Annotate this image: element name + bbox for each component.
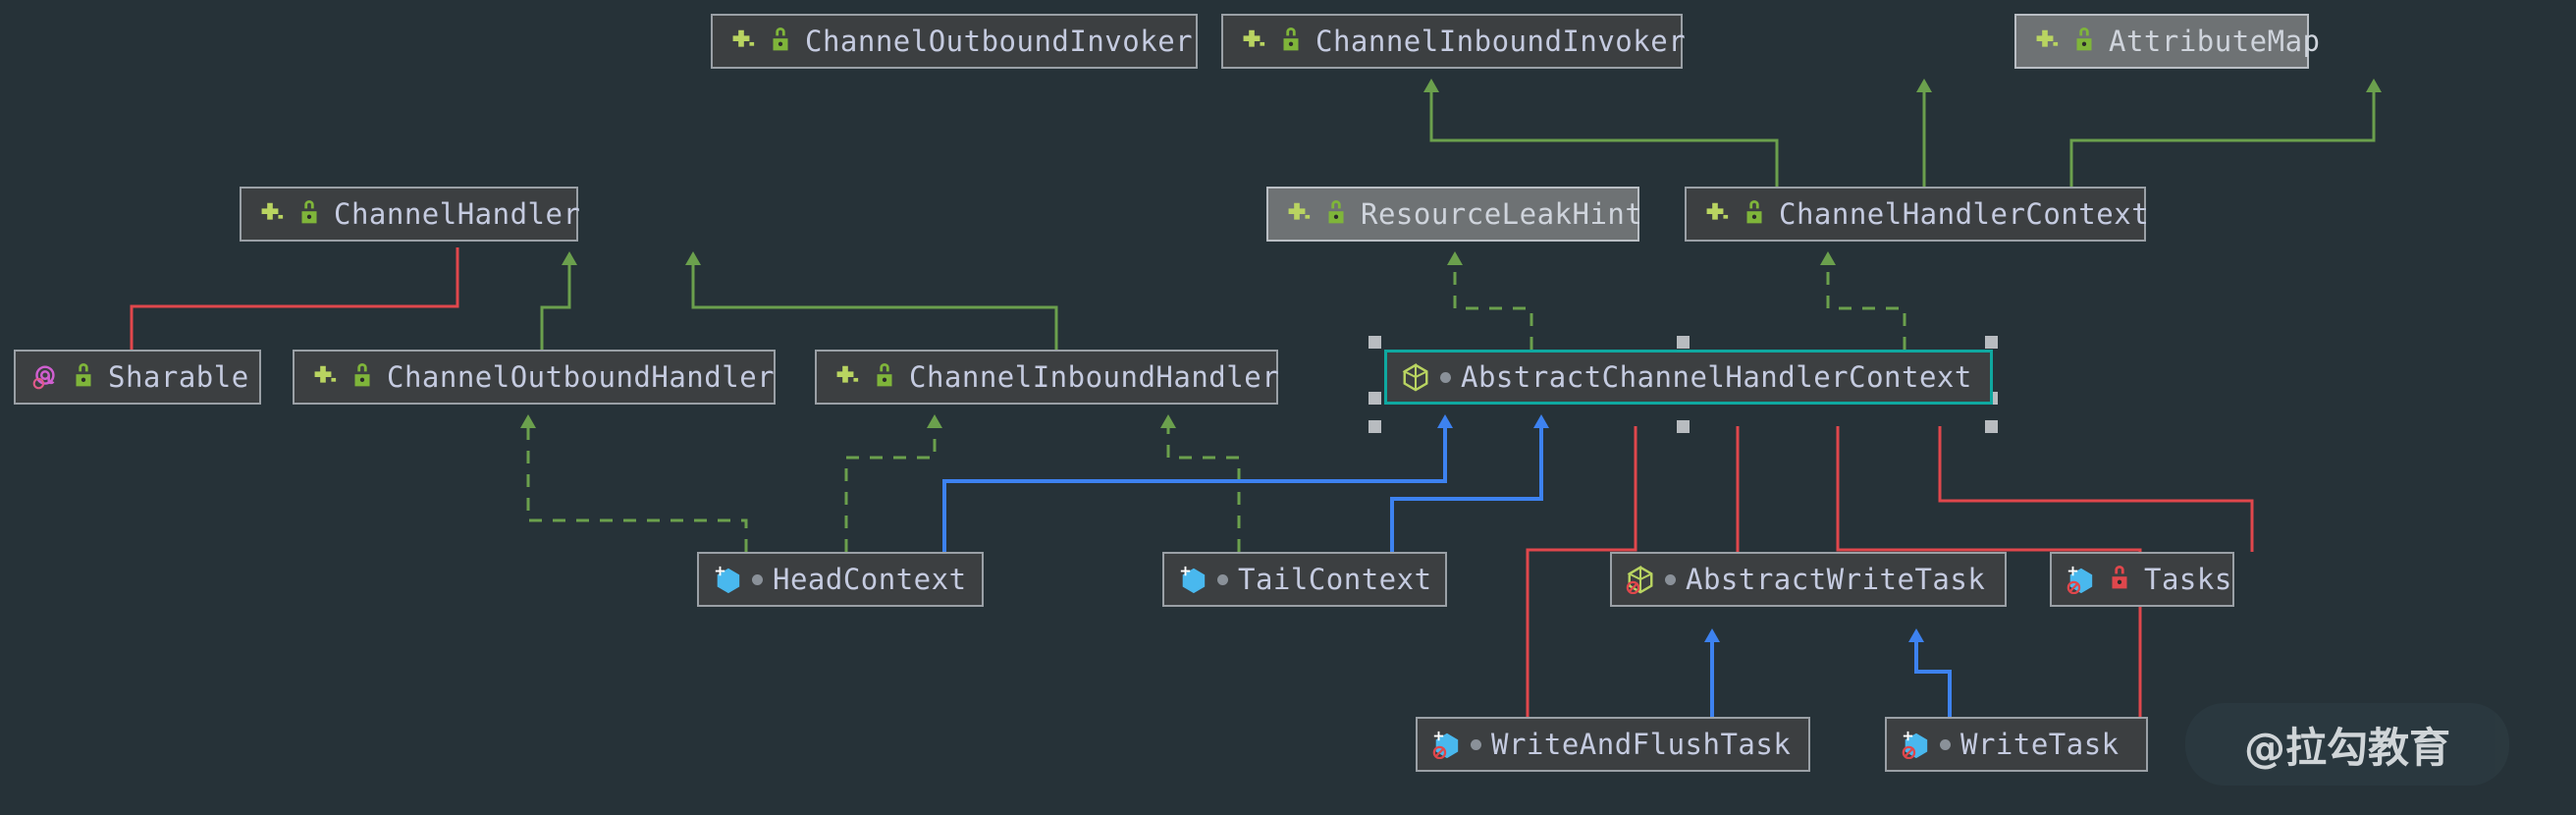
class-node-Tasks[interactable]: Tasks	[2050, 552, 2234, 607]
lock-green-icon	[773, 27, 788, 51]
class-node-ChannelInboundInvoker[interactable]: ChannelInboundInvoker	[1221, 14, 1687, 69]
class-node-label: Tasks	[2144, 562, 2232, 596]
class-node-ChannelHandler[interactable]: ChannelHandler	[240, 187, 581, 242]
class-node-AbstractWriteTask[interactable]: AbstractWriteTask	[1610, 552, 2007, 607]
interface-icon	[2036, 29, 2059, 47]
lock-green-icon	[1328, 199, 1344, 224]
class-node-label: ChannelInboundHandler	[909, 359, 1280, 394]
lock-green-icon	[301, 199, 317, 224]
class-node-label: ChannelHandler	[334, 196, 581, 231]
selection-handle[interactable]	[1677, 336, 1690, 349]
selection-handle[interactable]	[1985, 336, 1998, 349]
selection-handle[interactable]	[1368, 420, 1381, 433]
lock-green-icon	[877, 362, 892, 387]
class-node-label: AbstractWriteTask	[1686, 562, 1986, 596]
lock-red-icon	[2112, 565, 2127, 589]
interface-icon	[836, 365, 859, 383]
class-node-label: ChannelHandlerContext	[1779, 196, 2150, 231]
interface-icon	[314, 365, 337, 383]
selection-handle[interactable]	[1985, 420, 1998, 433]
class-node-ChannelOutboundHandler[interactable]: ChannelOutboundHandler	[293, 350, 776, 405]
annotation-icon	[32, 365, 55, 390]
lock-green-icon	[76, 362, 91, 387]
lock-green-icon	[1746, 199, 1762, 224]
visibility-dot-icon	[1665, 573, 1676, 585]
class-node-label: ChannelInboundInvoker	[1315, 24, 1687, 58]
class-node-label: AttributeMap	[2109, 24, 2321, 58]
class-node-WriteTask[interactable]: WriteTask	[1885, 717, 2148, 772]
lock-green-icon	[354, 362, 370, 387]
edges-dependency	[130, 247, 2254, 748]
class-node-AttributeMap[interactable]: AttributeMap	[2014, 14, 2320, 69]
class-node-label: HeadContext	[773, 562, 967, 596]
interface-icon	[1288, 202, 1311, 220]
watermark: @拉勾教育	[2185, 703, 2509, 786]
visibility-dot-icon	[1940, 738, 1951, 750]
visibility-dot-icon	[1440, 371, 1451, 383]
class-node-label: ChannelOutboundHandler	[387, 359, 776, 394]
abstract-class-icon	[1402, 363, 1428, 392]
abstract-class-private-icon	[1626, 566, 1653, 594]
class-node-WriteAndFlushTask[interactable]: WriteAndFlushTask	[1416, 717, 1810, 772]
lock-green-icon	[1283, 27, 1299, 51]
lock-green-icon	[2076, 27, 2092, 51]
visibility-dot-icon	[752, 573, 763, 585]
final-class-private-icon	[2066, 566, 2093, 594]
class-node-label: WriteTask	[1960, 727, 2120, 761]
class-node-ChannelInboundHandler[interactable]: ChannelInboundHandler	[815, 350, 1280, 405]
class-node-label: WriteAndFlushTask	[1491, 727, 1792, 761]
visibility-dot-icon	[1217, 573, 1228, 585]
edges-realization	[520, 251, 1906, 552]
class-node-Sharable[interactable]: Sharable	[14, 350, 261, 405]
class-node-ResourceLeakHint[interactable]: ResourceLeakHint	[1266, 187, 1643, 242]
class-node-label: Sharable	[108, 359, 249, 394]
interface-icon	[1243, 29, 1265, 47]
class-node-AbstractChannelHandlerContext[interactable]: AbstractChannelHandlerContext	[1384, 350, 1993, 405]
visibility-dot-icon	[1471, 738, 1481, 750]
class-node-label: TailContext	[1238, 562, 1432, 596]
class-node-ChannelOutboundInvoker[interactable]: ChannelOutboundInvoker	[711, 14, 1198, 69]
interface-icon	[732, 29, 755, 47]
final-class-private-icon	[1432, 731, 1459, 759]
final-class-icon	[1180, 566, 1206, 594]
interface-icon	[261, 202, 284, 220]
selection-handle[interactable]	[1677, 420, 1690, 433]
class-node-HeadContext[interactable]: HeadContext	[697, 552, 984, 607]
class-node-label: AbstractChannelHandlerContext	[1461, 359, 1972, 394]
class-node-TailContext[interactable]: TailContext	[1162, 552, 1447, 607]
class-node-ChannelHandlerContext[interactable]: ChannelHandlerContext	[1685, 187, 2150, 242]
class-node-label: ResourceLeakHint	[1361, 196, 1643, 231]
final-class-private-icon	[1902, 731, 1928, 759]
interface-icon	[1706, 202, 1729, 220]
final-class-icon	[715, 566, 740, 594]
selection-handle[interactable]	[1368, 336, 1381, 349]
selection-handle[interactable]	[1368, 392, 1381, 405]
class-node-label: ChannelOutboundInvoker	[805, 24, 1194, 58]
